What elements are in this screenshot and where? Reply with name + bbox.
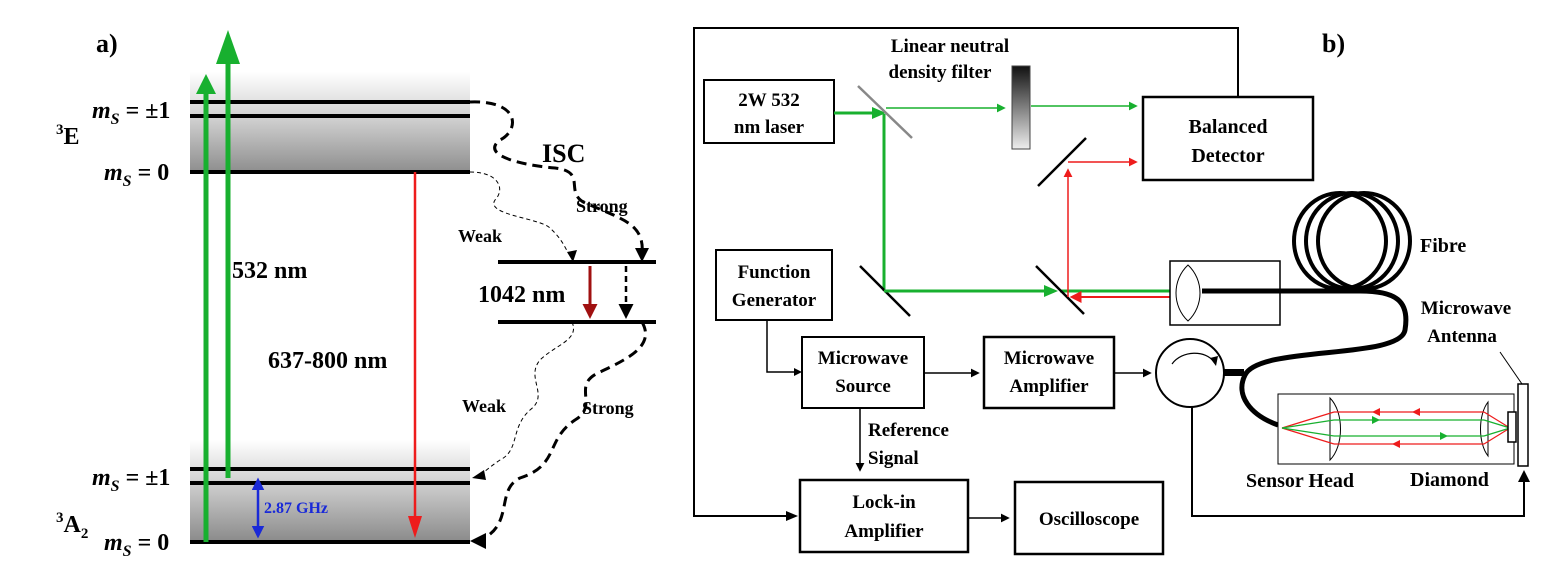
oscilloscope-label: Oscilloscope [1039, 509, 1139, 530]
panel-b-setup-diagram: b) 2W 532 nm laser Linear neutral densit… [693, 27, 1530, 556]
sensor-arrow-5 [1392, 440, 1400, 448]
ndf-label-line1: Linear neutral [891, 36, 1009, 57]
weak-arrowhead-1 [567, 250, 577, 262]
laser-label-line2: nm laser [734, 117, 805, 138]
reference-label-line2: Signal [868, 448, 919, 469]
sensor-arrow-4 [1440, 432, 1448, 440]
circulator-arrowhead-icon [1210, 356, 1218, 366]
nd-filter [1011, 65, 1031, 150]
probe-beam-arrowhead-1 [1044, 285, 1058, 297]
circulator-port [1224, 369, 1244, 376]
lockin-label-line2: Amplifier [844, 521, 924, 542]
antenna-feed-arrowhead [1518, 470, 1530, 482]
laser-label-line1: 2W 532 [738, 90, 799, 111]
diamond-label: Diamond [1410, 469, 1489, 491]
isc-label: ISC [542, 139, 585, 168]
circulator [1155, 338, 1225, 408]
isc-strong-path-2 [479, 321, 647, 542]
emission-label: 637-800 nm [268, 348, 387, 374]
coupling-lens [1175, 264, 1201, 322]
weak-label-2: Weak [462, 396, 506, 416]
detector-label-line2: Detector [1191, 145, 1264, 167]
excitation-label: 532 nm [232, 258, 307, 284]
oscilloscope-box [1013, 480, 1165, 556]
antenna-label-line2: Antenna [1427, 326, 1497, 347]
mw-amp-label-line1: Microwave [1004, 348, 1094, 369]
lockin-label-line1: Lock-in [852, 492, 916, 513]
weak-path-2 [477, 321, 574, 477]
diamond [1507, 411, 1517, 443]
trigger-wire-arrowhead [786, 511, 798, 521]
strong-label-2: Strong [582, 398, 634, 418]
detector-label-line1: Balanced [1189, 116, 1268, 138]
sensor-head-box [1277, 393, 1515, 465]
ndf-label-line2: density filter [889, 62, 992, 83]
microwave-antenna [1517, 383, 1529, 467]
funcgen-label-line2: Generator [732, 290, 817, 311]
panel-a-energy-diagram: a) 3E 3A2 mS = ±1 mS = 0 mS = ±1 mS = 0 … [56, 29, 656, 560]
splitting-label: 2.87 GHz [264, 500, 328, 517]
es-ms-0-label: mS = 0 [104, 160, 169, 190]
fibre-label: Fibre [1420, 235, 1466, 257]
weak-arrowhead-2 [472, 470, 486, 480]
weak-path-1 [469, 171, 573, 259]
laser-beam-arrowhead [872, 107, 886, 119]
lockin-amplifier-box [798, 478, 970, 554]
weak-label-1: Weak [458, 226, 502, 246]
excited-state-band [190, 72, 470, 172]
fibre-route [1239, 288, 1409, 428]
upper-state-label: 3E [56, 122, 80, 150]
trigger-wire [693, 27, 1239, 517]
sensor-arrow-2 [1372, 408, 1380, 416]
funcgen-wire [766, 320, 800, 373]
excitation-arrowhead-2 [216, 30, 240, 64]
ir-label: 1042 nm [478, 282, 565, 308]
mw-amp-label-line2: Amplifier [1009, 376, 1089, 397]
fibre-coil [1292, 191, 1412, 291]
panel-a-label: a) [96, 29, 118, 58]
panel-b-label: b) [1322, 29, 1345, 58]
sensor-head-beams [1281, 411, 1511, 445]
mw-source-label-line1: Microwave [818, 348, 908, 369]
strong-label-1: Strong [576, 196, 628, 216]
es-ms-pm1-label: mS = ±1 [92, 98, 170, 128]
isc-strong-arrowhead-1 [635, 248, 649, 262]
funcgen-wire-arrowhead [794, 368, 802, 376]
sensor-arrow-3 [1372, 416, 1380, 424]
antenna-feed-wire [1191, 407, 1525, 517]
sensor-arrow-1 [1412, 408, 1420, 416]
mw-source-label-line2: Source [835, 376, 891, 397]
balanced-detector-box [1141, 95, 1315, 182]
beamsplitter [857, 85, 913, 139]
function-generator-box [715, 249, 833, 321]
mw-amplifier-box [982, 335, 1116, 410]
sensor-head-label: Sensor Head [1246, 470, 1354, 492]
antenna-label-line1: Microwave [1421, 298, 1511, 319]
excitation-arrowhead-1 [196, 74, 216, 94]
ground-state-band [190, 440, 470, 542]
mirror-upper-right [1037, 137, 1087, 187]
dichroic-mirror [1035, 265, 1085, 315]
reference-label-line1: Reference [868, 420, 949, 441]
lower-state-label: 3A2 [56, 510, 88, 542]
emission-arrowhead [408, 516, 422, 538]
isc-strong-path-1 [469, 100, 644, 256]
antenna-pointer [1499, 351, 1523, 385]
gs-ms-pm1-label: mS = ±1 [92, 465, 170, 495]
funcgen-label-line1: Function [738, 262, 811, 283]
isc-strong-arrowhead-2 [470, 533, 486, 549]
gs-ms-0-label: mS = 0 [104, 530, 169, 560]
laser-box [703, 79, 835, 144]
